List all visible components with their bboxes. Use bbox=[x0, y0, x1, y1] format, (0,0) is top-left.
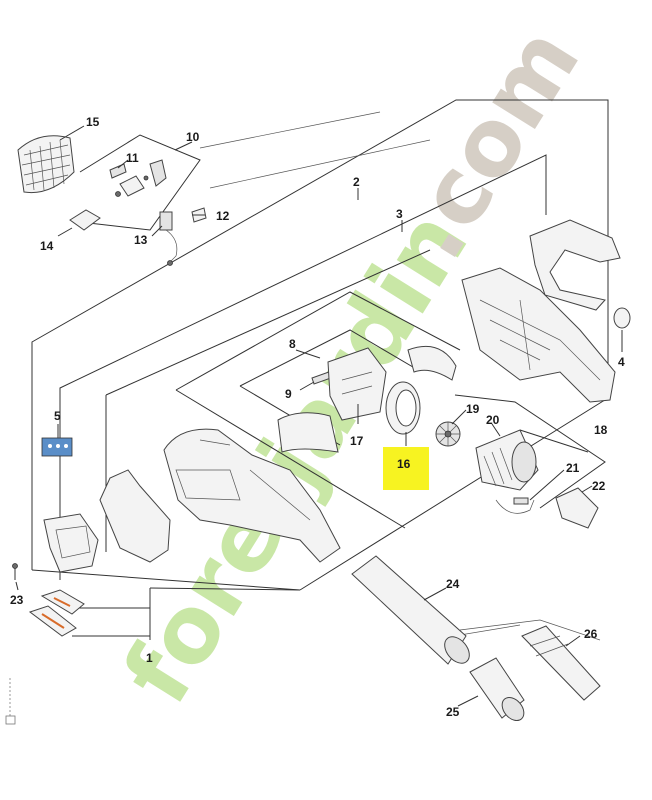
part-20-motor bbox=[475, 429, 539, 491]
leader-lines bbox=[15, 125, 623, 707]
part-14-plate bbox=[69, 209, 101, 231]
part-seal-top bbox=[407, 346, 457, 381]
part-label-9[interactable]: 9 bbox=[285, 387, 292, 401]
part-label-20[interactable]: 20 bbox=[486, 413, 500, 427]
reference-mark bbox=[5, 678, 16, 725]
part-15-filter-grille bbox=[17, 135, 75, 194]
part-label-22[interactable]: 22 bbox=[592, 479, 606, 493]
part-13-switch bbox=[159, 211, 178, 266]
part-label-12[interactable]: 12 bbox=[216, 209, 230, 223]
part-shell-left bbox=[99, 469, 171, 563]
part-26-flat-nozzle bbox=[521, 625, 601, 701]
part-label-4[interactable]: 4 bbox=[618, 355, 625, 369]
part-16-ring bbox=[385, 381, 421, 435]
part-label-15[interactable]: 15 bbox=[86, 115, 100, 129]
part-label-14[interactable]: 14 bbox=[40, 239, 54, 253]
part-labels: 15 10 11 2 3 12 13 14 8 4 9 19 5 20 18 1… bbox=[10, 115, 625, 719]
part-main-housing bbox=[163, 428, 341, 563]
part-1-trims bbox=[28, 589, 85, 637]
part-drawings bbox=[12, 135, 631, 722]
part-label-23[interactable]: 23 bbox=[10, 593, 24, 607]
group-frames bbox=[31, 99, 609, 641]
part-label-10[interactable]: 10 bbox=[186, 130, 200, 144]
part-label-18[interactable]: 18 bbox=[594, 423, 608, 437]
part-label-17[interactable]: 17 bbox=[350, 434, 364, 448]
part-guide-lower bbox=[277, 412, 339, 453]
part-19-fan bbox=[435, 421, 461, 447]
part-label-3[interactable]: 3 bbox=[396, 207, 403, 221]
highlight-box-part-16 bbox=[383, 447, 429, 490]
part-label-24[interactable]: 24 bbox=[446, 577, 460, 591]
part-label-21[interactable]: 21 bbox=[566, 461, 580, 475]
part-23-screw bbox=[12, 563, 18, 580]
part-21-cable bbox=[495, 497, 535, 514]
part-label-16[interactable]: 16 bbox=[397, 457, 411, 471]
part-label-1[interactable]: 1 bbox=[146, 651, 153, 665]
part-label-5[interactable]: 5 bbox=[54, 409, 61, 423]
part-label-11[interactable]: 11 bbox=[126, 151, 139, 165]
part-3-housing-right bbox=[461, 267, 616, 403]
part-label-13[interactable]: 13 bbox=[134, 233, 148, 247]
part-25-nozzle-end bbox=[469, 657, 525, 722]
part-handle-left bbox=[43, 513, 99, 573]
part-label-26[interactable]: 26 bbox=[584, 627, 598, 641]
part-24-nozzle bbox=[351, 555, 470, 665]
part-11-latch bbox=[109, 159, 167, 197]
part-4-disc bbox=[613, 307, 631, 329]
part-label-25[interactable]: 25 bbox=[446, 705, 460, 719]
part-label-19[interactable]: 19 bbox=[466, 402, 480, 416]
part-17-bracket bbox=[327, 347, 387, 421]
part-label-2[interactable]: 2 bbox=[353, 175, 360, 189]
part-label-8[interactable]: 8 bbox=[289, 337, 296, 351]
part-5-sticker bbox=[41, 437, 73, 457]
part-2-cover bbox=[529, 219, 621, 311]
part-22-cap bbox=[555, 487, 599, 529]
